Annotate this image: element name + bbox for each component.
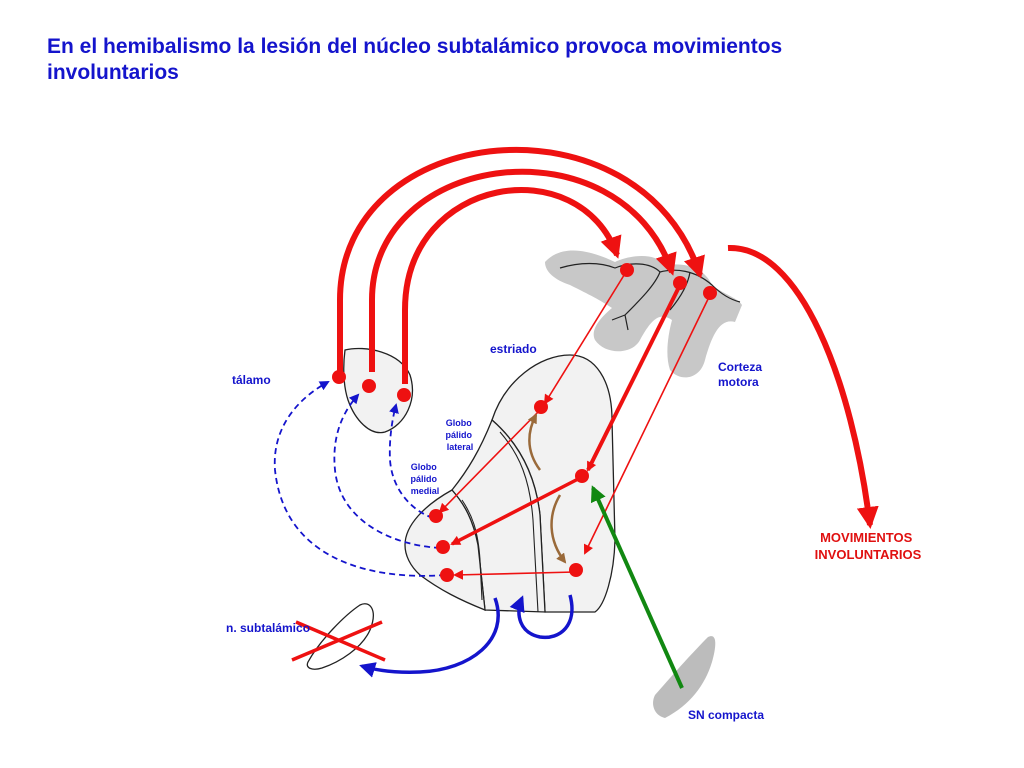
label-gp-lateral: Globo pálido lateral <box>445 418 474 452</box>
thalamocortical-arcs <box>337 146 705 384</box>
sn-compacta-shape <box>653 636 716 718</box>
neuron-dot <box>534 400 548 414</box>
blue-loop-arrows <box>359 594 574 678</box>
label-estriado: estriado <box>490 342 537 356</box>
neuron-dot <box>332 370 346 384</box>
neuron-dot <box>397 388 411 402</box>
neuron-dot <box>429 509 443 523</box>
neuron-dot <box>703 286 717 300</box>
neuron-dots <box>332 263 717 582</box>
red-projections <box>438 271 711 580</box>
label-movimientos-involuntarios: MOVIMIENTOS INVOLUNTARIOS <box>815 530 922 562</box>
label-subtalamico: n. subtalámico <box>226 621 310 635</box>
pallidothalamic-dashed-arrows <box>273 381 446 577</box>
dopaminergic-arrow <box>590 485 684 689</box>
label-sn-compacta: SN compacta <box>688 708 764 722</box>
neuron-dot <box>575 469 589 483</box>
page-title: En el hemibalismo la lesión del núcleo s… <box>47 35 783 84</box>
neuron-dot <box>436 540 450 554</box>
motor-output-arrow <box>727 244 879 529</box>
neuron-dot <box>620 263 634 277</box>
neuron-dot <box>569 563 583 577</box>
label-talamo: tálamo <box>232 373 271 387</box>
lesion-cross-line-2 <box>291 620 383 662</box>
label-gp-medial: Globo pálido medial <box>410 462 439 496</box>
internal-striatal-arrows <box>527 413 567 564</box>
subthalamic-nucleus <box>291 603 386 670</box>
label-corteza: Corteza motora <box>718 360 765 389</box>
neuron-dot <box>440 568 454 582</box>
neuron-dot <box>673 276 687 290</box>
neuron-dot <box>362 379 376 393</box>
